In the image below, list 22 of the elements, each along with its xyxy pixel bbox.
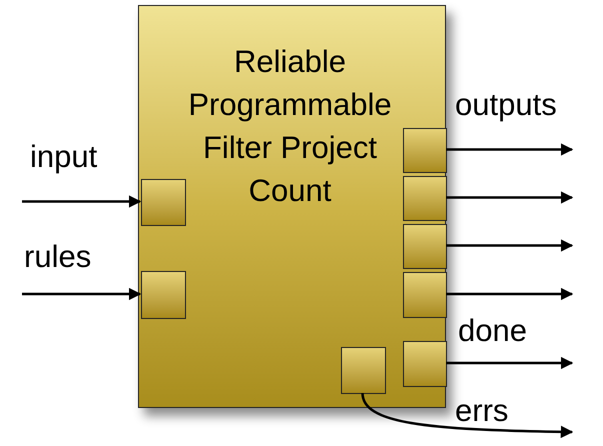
- arrow: [446, 143, 574, 156]
- filter-block: [138, 5, 446, 408]
- port-label: input: [30, 138, 98, 176]
- arrow: [446, 288, 574, 300]
- port-box: [403, 224, 447, 269]
- arrow: [22, 195, 142, 208]
- block-title: Reliable Programmable Filter Project Count: [187, 43, 393, 210]
- port-label: errs: [455, 392, 508, 430]
- arrow: [446, 191, 574, 204]
- port-label: rules: [24, 238, 92, 276]
- port-box: [403, 272, 447, 318]
- arrow: [22, 288, 142, 300]
- port-label: outputs: [455, 86, 557, 124]
- arrow: [446, 239, 574, 252]
- port-box: [403, 128, 447, 173]
- port-box: [141, 271, 186, 319]
- arrow: [446, 356, 574, 370]
- port-box: [341, 347, 386, 394]
- port-label: done: [458, 312, 527, 350]
- port-box: [403, 341, 447, 387]
- port-box: [403, 176, 447, 221]
- port-box: [141, 179, 186, 226]
